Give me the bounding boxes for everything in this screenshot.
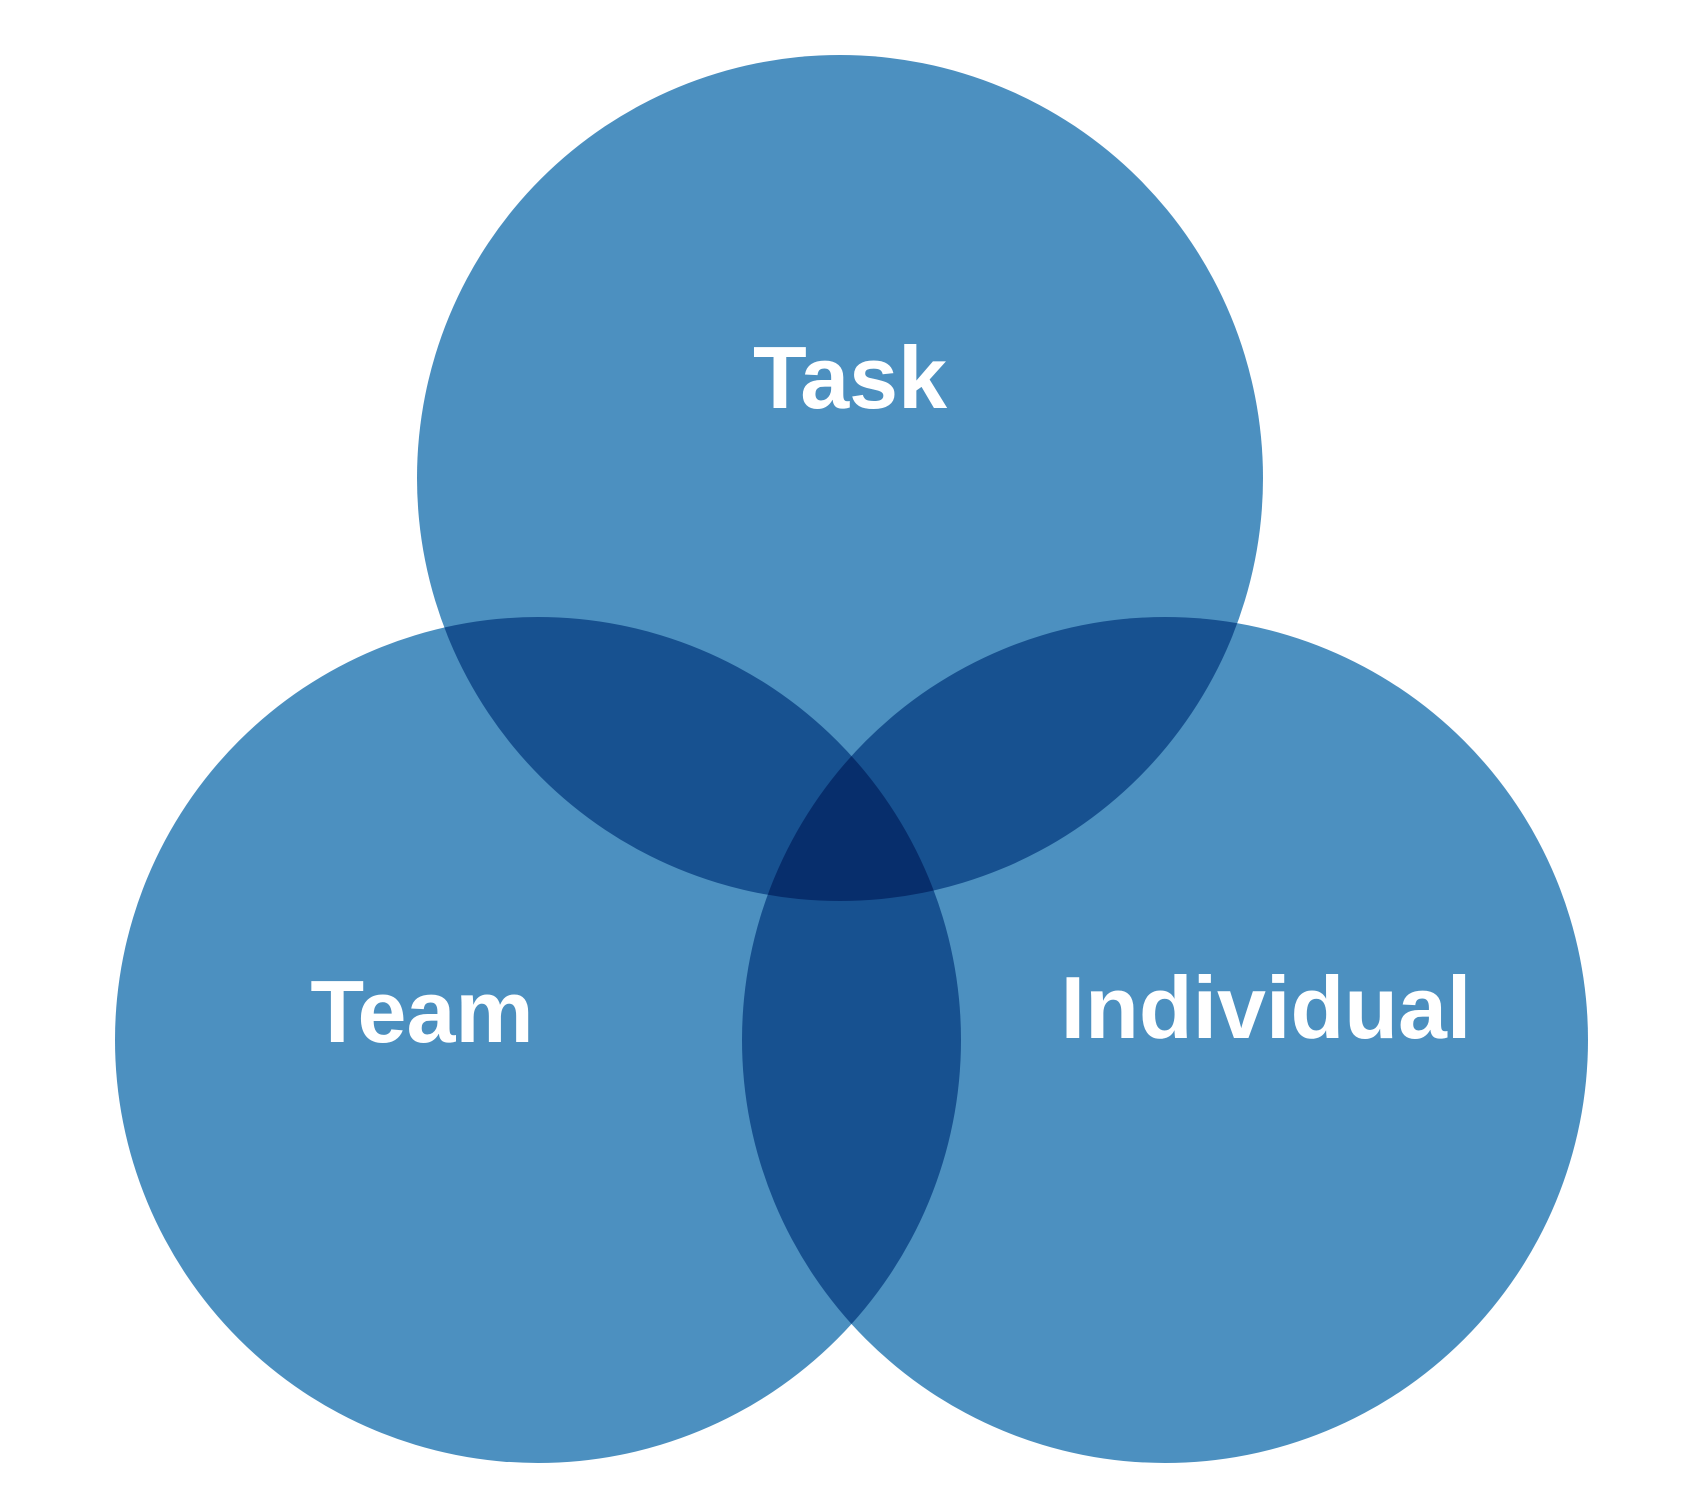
label-task: Task xyxy=(752,328,948,427)
label-team: Team xyxy=(310,962,534,1061)
circle-individual xyxy=(742,617,1588,1463)
label-individual: Individual xyxy=(1060,958,1472,1057)
